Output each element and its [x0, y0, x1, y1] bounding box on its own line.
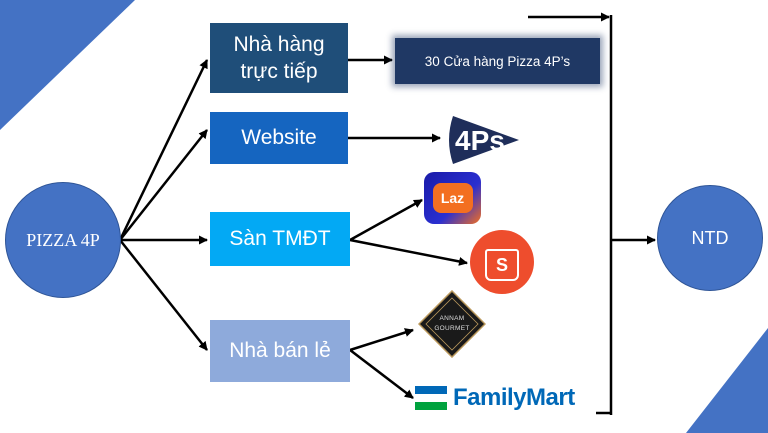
source-node: PIZZA 4P	[5, 182, 121, 298]
annam-gourmet-logo: ANNAM GOURMET	[418, 290, 486, 358]
lazada-logo: Laz	[424, 172, 481, 224]
shopee-logo-text: S	[495, 254, 508, 275]
target-node: NTD	[657, 185, 763, 291]
corner-top-left	[0, 0, 135, 130]
annam-logo-text: ANNAM GOURMET	[434, 315, 470, 332]
arrow-retail-to-familymart	[349, 349, 414, 399]
channel-retail: Nhà bán lẻ	[210, 320, 350, 382]
channel-ecommerce: Sàn TMĐT	[210, 212, 350, 266]
arrow-ecommerce-to-lazada	[349, 198, 423, 242]
channel-restaurant: Nhà hàng trực tiếp	[210, 23, 348, 93]
shopee-bag-icon: S	[485, 249, 519, 281]
channel-retail-label: Nhà bán lẻ	[229, 339, 331, 362]
channel-restaurant-label: Nhà hàng trực tiếp	[233, 32, 325, 83]
source-label: PIZZA 4P	[26, 229, 100, 250]
arrow-source-to-website	[119, 129, 208, 241]
annam-diamond-icon	[418, 290, 486, 358]
pizza-4ps-logo: 4Ps	[443, 112, 523, 168]
familymart-logo: FamilyMart	[415, 382, 595, 414]
arrow-source-to-restaurant	[118, 59, 209, 241]
shopee-logo: S	[470, 230, 534, 294]
arrow-ecommerce-to-shopee	[349, 238, 468, 266]
target-label: NTD	[691, 227, 729, 248]
4ps-pennant-icon: 4Ps	[449, 116, 519, 164]
channel-ecommerce-label: Sàn TMĐT	[229, 227, 331, 250]
channel-website-label: Website	[241, 126, 317, 149]
stores-box: 30 Cửa hàng Pizza 4P’s	[395, 38, 600, 84]
channel-website: Website	[210, 112, 348, 164]
familymart-stripes-icon	[415, 386, 447, 410]
arrow-source-to-retail	[119, 239, 208, 351]
stores-label: 30 Cửa hàng Pizza 4P’s	[424, 53, 571, 69]
lazada-logo-text: Laz	[440, 190, 465, 206]
corner-bottom-right	[686, 328, 768, 433]
lazada-heart-icon: Laz	[432, 183, 473, 213]
arrow-retail-to-annam	[349, 328, 414, 352]
familymart-logo-text: FamilyMart	[453, 384, 575, 411]
4ps-logo-text: 4Ps	[455, 125, 505, 156]
